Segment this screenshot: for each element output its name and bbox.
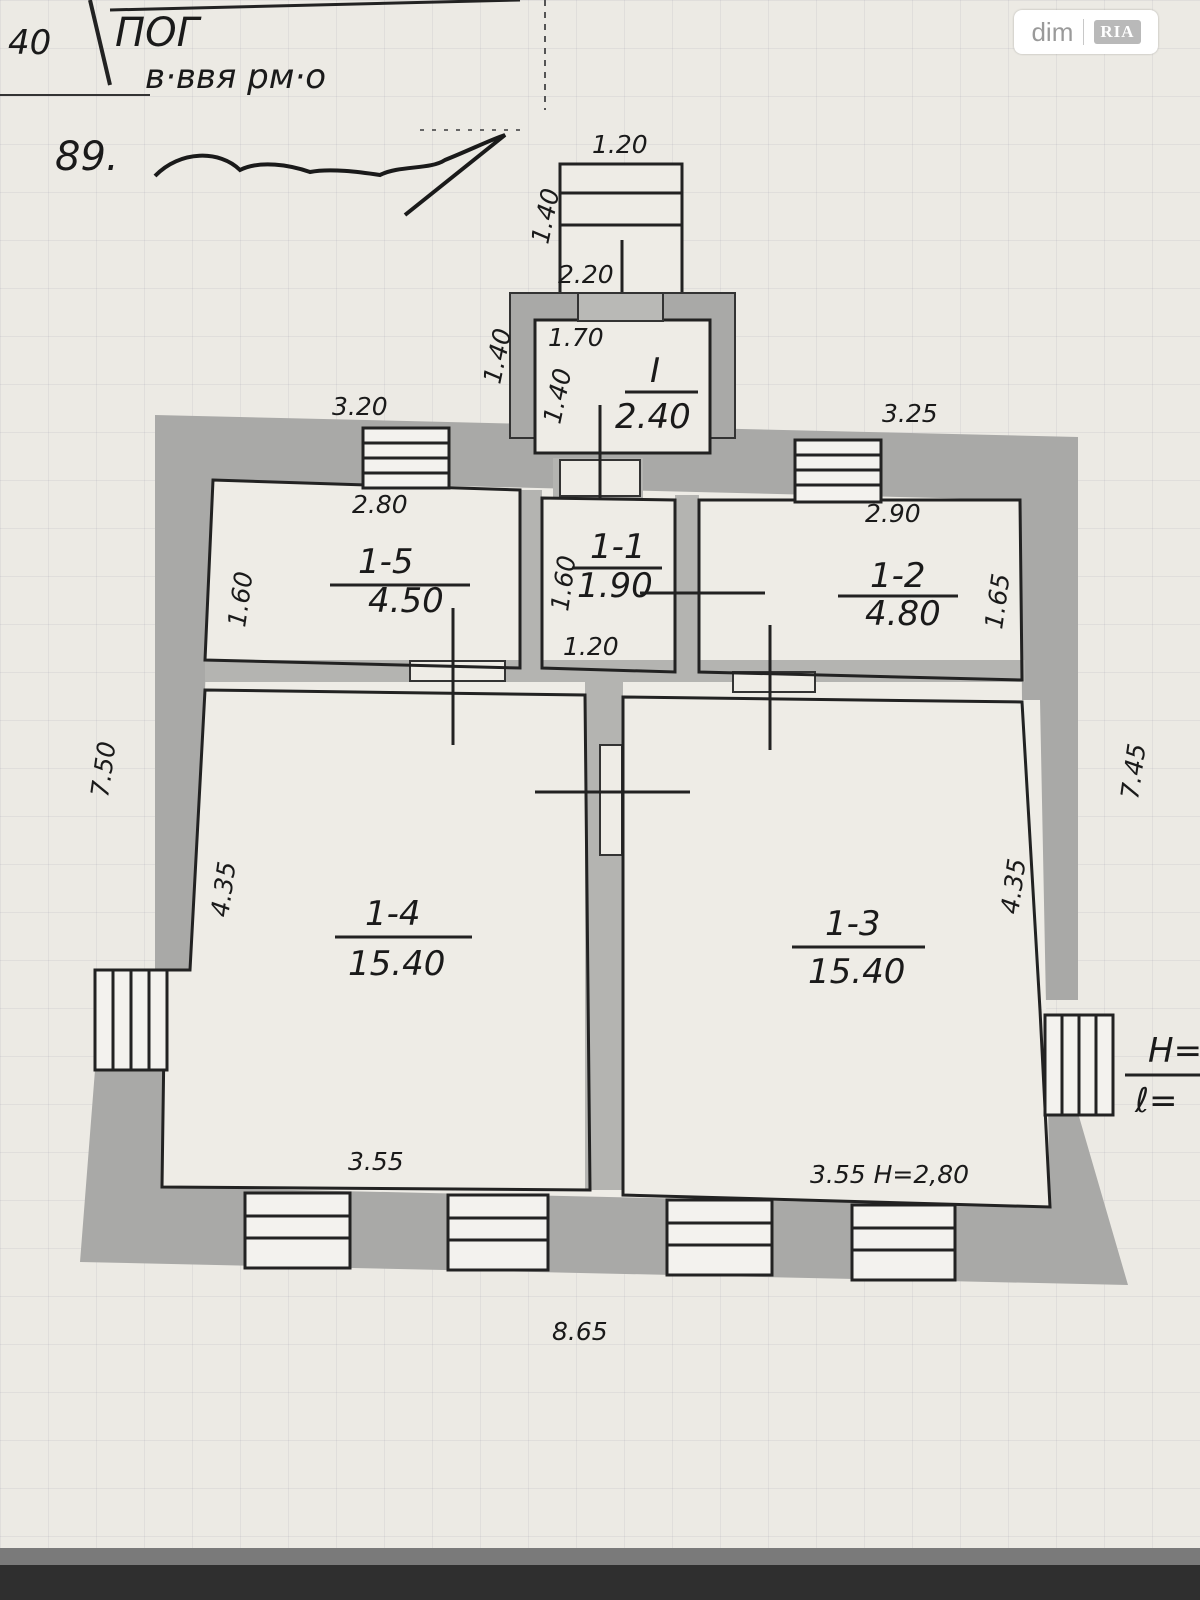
side-note-l: ℓ=: [1134, 1081, 1178, 1121]
side-note-h: H=: [1148, 1031, 1200, 1071]
porch-steps: [558, 162, 684, 330]
header-scrawl: ПОГ 40 в·ввя рм·о 89.: [0, 0, 546, 217]
window-bottom-1: [243, 1191, 352, 1270]
room-1-3-id: 1-3: [825, 904, 881, 944]
room-1-2-area: 4.80: [865, 594, 941, 634]
windows: [93, 426, 1115, 1282]
room-1-1-id: 1-1: [590, 527, 646, 567]
signature-icon: [153, 133, 507, 217]
watermark-divider: [1083, 19, 1085, 45]
room-vestibule-area: 2.40: [615, 397, 691, 437]
room-1-2-id: 1-2: [870, 556, 926, 596]
door-marks: [451, 591, 772, 794]
room-1-5-id: 1-5: [358, 542, 414, 582]
dim-left-total: 7.50: [85, 740, 121, 799]
dim-porch-width: 1.20: [592, 130, 648, 159]
room-1-3-area: 15.40: [808, 952, 905, 992]
dim-right-total: 7.45: [1115, 742, 1151, 801]
side-note: H= ℓ=: [1125, 1031, 1200, 1121]
paper-edge: [0, 1565, 1200, 1600]
room-1-1-area: 1.90: [577, 566, 653, 606]
header-title: ПОГ: [115, 10, 202, 56]
dim-room-1-4-width: 3.55: [348, 1147, 404, 1176]
watermark-logo-icon: RIA: [1094, 20, 1141, 44]
window-right: [1043, 1013, 1115, 1117]
room-vestibule-id: I: [650, 351, 660, 391]
header-number: 40: [8, 23, 51, 63]
window-bottom-4: [850, 1203, 957, 1282]
room-1-5-area: 4.50: [368, 581, 444, 621]
window-bottom-3: [665, 1198, 774, 1277]
room-labels: I 2.40 1-5 4.50 1-1 1.90 1-2 4.80 1-4 15…: [330, 351, 958, 992]
watermark-badge: dim RIA: [1014, 10, 1158, 54]
dim-room-1-1-width: 1.20: [563, 632, 619, 661]
dim-bottom-total: 8.65: [552, 1317, 608, 1346]
dim-vestibule-inner-width: 1.70: [548, 323, 604, 352]
room-1-4-id: 1-4: [365, 894, 421, 934]
window-bottom-2: [446, 1193, 550, 1272]
dim-room-1-2-width: 2.90: [865, 499, 921, 528]
header-handwriting: в·ввя рм·о: [145, 57, 326, 97]
vestibule: [509, 292, 736, 500]
window-left: [93, 968, 169, 1072]
dimension-labels: 1.20 1.40 2.20 1.40 1.70 1.40 3.20 3.25 …: [85, 130, 1151, 1346]
header-record-number: 89.: [55, 134, 119, 180]
room-1-4-area: 15.40: [348, 944, 445, 984]
watermark-brand: dim: [1031, 16, 1074, 47]
dim-porch-inner-width: 2.20: [558, 260, 614, 289]
paper-edge-shadow: [0, 1548, 1200, 1565]
dim-top-right: 3.25: [882, 399, 938, 428]
dim-room-1-3-width: 3.55 H=2,80: [810, 1160, 969, 1189]
dim-top-left: 3.20: [332, 392, 388, 421]
window-top-right: [793, 438, 883, 504]
dim-room-1-5-width: 2.80: [352, 490, 408, 519]
window-top-left: [361, 426, 451, 490]
